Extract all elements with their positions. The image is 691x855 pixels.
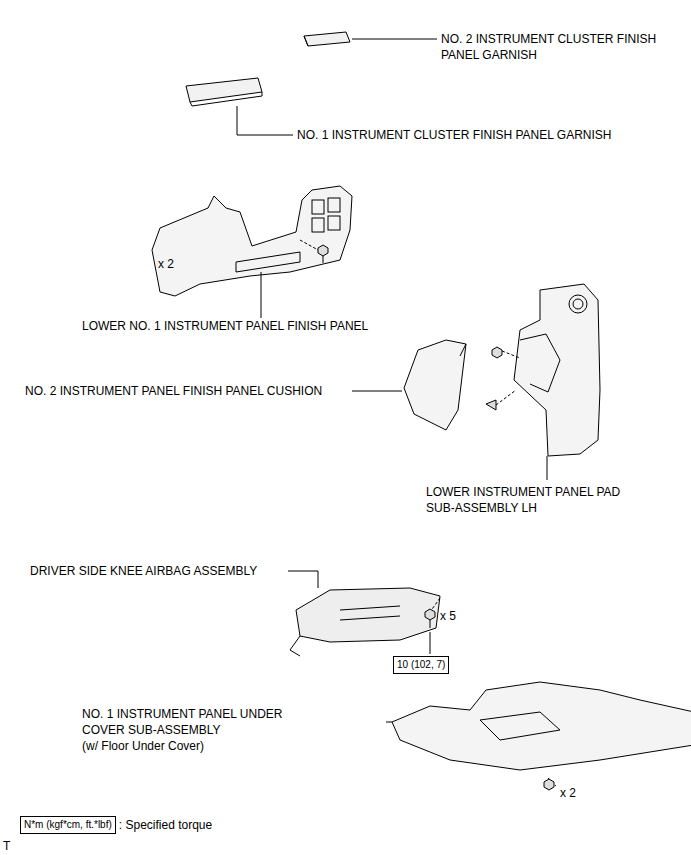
legend-box: N*m (kgf*cm, ft.*lbf) — [20, 816, 116, 834]
knee-airbag — [288, 571, 440, 656]
quantity-label: x 2 — [560, 785, 576, 801]
part-name: NO. 2 INSTRUMENT PANEL FINISH PANEL CUSH… — [25, 383, 322, 399]
part-name: T — [3, 838, 10, 854]
part-name: NO. 1 INSTRUMENT PANEL UNDER COVER SUB-A… — [82, 706, 312, 738]
quantity-label: x 5 — [440, 608, 456, 624]
part-name: NO. 1 INSTRUMENT CLUSTER FINISH PANEL GA… — [297, 127, 612, 143]
garnish-2 — [304, 32, 437, 46]
torque-box: 10 (102, 7) — [393, 656, 449, 674]
cushion — [352, 340, 466, 430]
part-name: NO. 2 INSTRUMENT CLUSTER FINISH PANEL GA… — [441, 31, 676, 63]
part-name: LOWER INSTRUMENT PANEL PAD SUB-ASSEMBLY … — [426, 484, 651, 516]
under-cover — [386, 682, 691, 790]
pad-lh — [486, 284, 600, 480]
quantity-label: x 2 — [158, 256, 174, 272]
torque-text: N*m (kgf*cm, ft.*lbf) — [24, 819, 112, 830]
part-name: DRIVER SIDE KNEE AIRBAG ASSEMBLY — [30, 563, 257, 579]
part-name: LOWER NO. 1 INSTRUMENT PANEL FINISH PANE… — [82, 318, 368, 334]
garnish-1 — [186, 78, 293, 135]
part-name: (w/ Floor Under Cover) — [82, 738, 204, 754]
part-name: : Specified torque — [119, 817, 212, 833]
finish-panel — [152, 186, 352, 318]
torque-text: 10 (102, 7) — [397, 659, 445, 670]
